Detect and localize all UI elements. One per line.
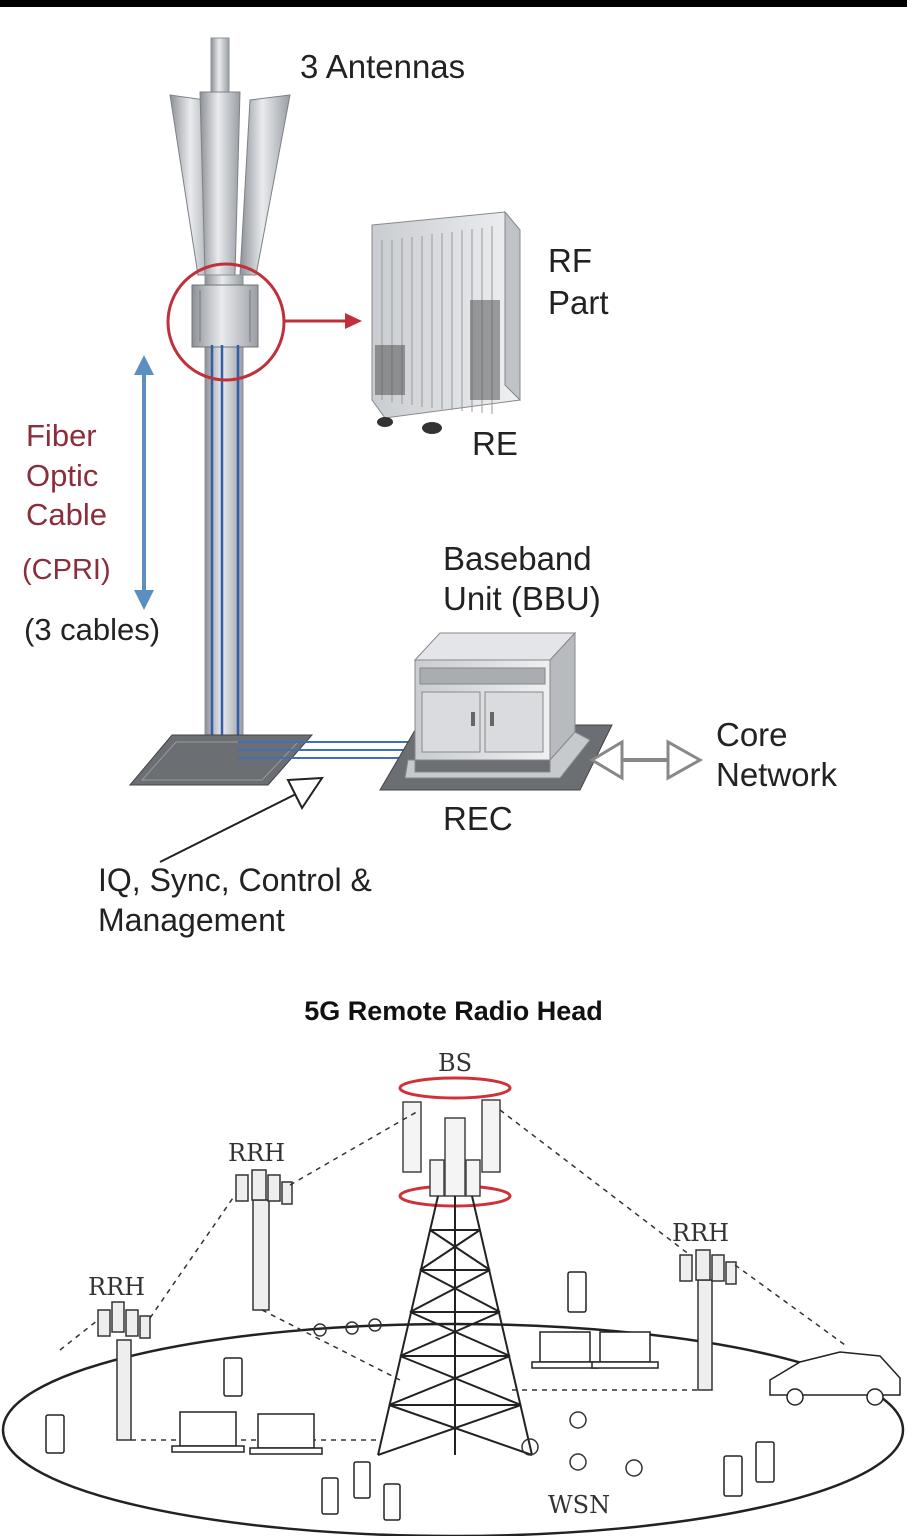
rrh-right-label: RRH — [672, 1219, 730, 1247]
lattice-tower — [377, 1195, 533, 1456]
tower-base-plate — [128, 734, 314, 786]
rec-label: REC — [443, 800, 513, 837]
bs-bottom-ring — [398, 1184, 512, 1208]
iq-label-line1: IQ, Sync, Control & — [98, 862, 372, 898]
bs-top-ring — [398, 1076, 512, 1100]
re-unit — [371, 210, 521, 434]
re-label: RE — [472, 425, 518, 462]
bbu-cabinet — [404, 631, 591, 779]
rrh-poles — [97, 1169, 737, 1441]
fiber-label-line3: Cable — [26, 497, 107, 532]
coverage-area-ellipse — [1, 1322, 905, 1536]
user-devices — [45, 1271, 901, 1521]
wsn-label: WSN — [548, 1491, 611, 1519]
cpri-label: (CPRI) — [22, 554, 111, 586]
bs-label: BS — [438, 1049, 473, 1077]
bbu-label-line2: Unit (BBU) — [443, 580, 601, 617]
top-border — [0, 0, 907, 7]
cpri-diagram — [128, 37, 704, 863]
bbu-label-line1: Baseband — [443, 540, 592, 577]
section-title: 5G Remote Radio Head — [304, 996, 603, 1026]
iq-pointer-arrow — [159, 776, 324, 863]
cables-label: (3 cables) — [24, 612, 161, 647]
antenna-mast — [169, 37, 291, 756]
iq-label-line2: Management — [98, 902, 285, 938]
core-label-line1: Core — [716, 716, 788, 753]
fiber-label-line2: Optic — [26, 458, 99, 493]
rrh-mid-label: RRH — [228, 1139, 286, 1167]
rf-label-line1: RF — [548, 242, 592, 279]
fiber-run-to-bbu — [238, 741, 415, 759]
fiber-label-line1: Fiber — [26, 418, 97, 453]
fiber-length-arrow — [134, 355, 154, 610]
bs-antenna — [402, 1099, 501, 1197]
antennas-label: 3 Antennas — [300, 48, 466, 85]
core-label-line2: Network — [716, 756, 838, 793]
rf-label-line2: Part — [548, 284, 609, 321]
wsn-sensors — [313, 1318, 643, 1477]
core-network-arrow — [589, 739, 704, 781]
rrh-left-label: RRH — [88, 1273, 146, 1301]
wireless-links — [59, 1109, 846, 1441]
